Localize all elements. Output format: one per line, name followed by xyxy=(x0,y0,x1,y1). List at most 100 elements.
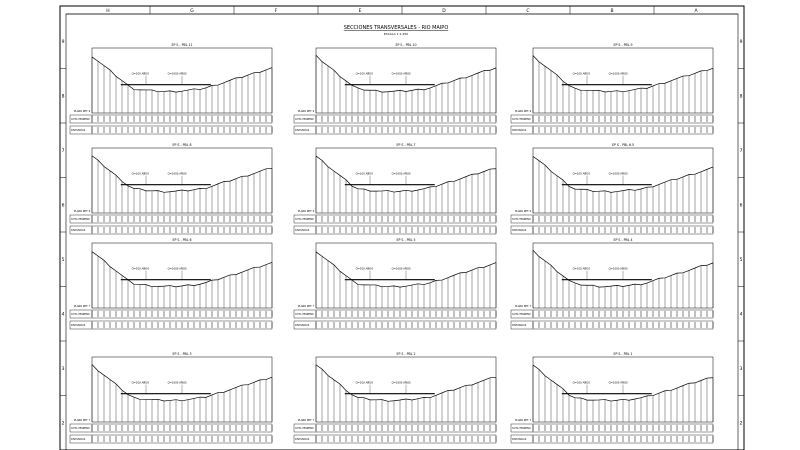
row-label-terrain: COTA TERRENO xyxy=(295,427,314,430)
water-label-right: Q=1000 AÑOS xyxy=(609,266,628,271)
water-label-left: Q=100 AÑOS xyxy=(573,380,591,385)
row-label: 2 xyxy=(62,420,65,426)
section-ref-label: PLANO REF. 9 xyxy=(298,210,315,213)
section-ref-label: PLANO REF. 7 xyxy=(515,305,532,308)
section-ref-label: PLANO REF. 7 xyxy=(298,305,315,308)
water-label-right: Q=1000 AÑOS xyxy=(168,266,187,271)
water-label-left: Q=100 AÑOS xyxy=(132,71,150,76)
water-label-right: Q=1000 AÑOS xyxy=(168,171,187,176)
row-label: 6 xyxy=(62,202,65,208)
section-title: EP S - PBL 1 xyxy=(613,352,632,356)
distance-row xyxy=(510,225,714,235)
section-title: EP S - PBL 3 xyxy=(172,352,191,356)
terrain-row xyxy=(510,423,714,433)
row-label-terrain: COTA TERRENO xyxy=(71,118,90,121)
column-label: G xyxy=(190,8,194,14)
row-label: 7 xyxy=(740,148,743,154)
row-label-distance: DISTANCIAS xyxy=(295,438,310,441)
water-label-right: Q=1000 AÑOS xyxy=(168,71,187,76)
distance-row xyxy=(510,125,714,135)
row-label-terrain: COTA TERRENO xyxy=(512,427,531,430)
row-label-distance: DISTANCIAS xyxy=(71,229,86,232)
row-label: 9 xyxy=(740,39,743,45)
terrain-row xyxy=(293,423,497,433)
row-label-terrain: COTA TERRENO xyxy=(295,218,314,221)
row-label-distance: DISTANCIAS xyxy=(512,229,527,232)
section-ref-label: PLANO REF. 7 xyxy=(515,419,532,422)
section-ref-label: PLANO REF. 7 xyxy=(74,419,91,422)
row-label-terrain: COTA TERRENO xyxy=(71,427,90,430)
section-grid: EP S - PBL 11 Q=100 AÑOS Q=1000 AÑOS PLANO … xyxy=(69,43,714,444)
row-label-terrain: COTA TERRENO xyxy=(295,118,314,121)
distance-row xyxy=(293,320,497,330)
section-ref-label: PLANO REF. 9 xyxy=(515,110,532,113)
sheet-title: SECCIONES TRANSVERSALES - RIO MAIPO xyxy=(344,25,449,31)
column-label: F xyxy=(275,8,278,14)
terrain-row xyxy=(293,114,497,124)
water-label-left: Q=100 AÑOS xyxy=(132,380,150,385)
terrain-row xyxy=(293,214,497,224)
terrain-row xyxy=(69,423,273,433)
column-label: B xyxy=(610,8,613,14)
row-label: 7 xyxy=(62,148,65,154)
terrain-row xyxy=(69,214,273,224)
row-label-distance: DISTANCIAS xyxy=(295,129,310,132)
distance-row xyxy=(69,320,273,330)
section-ref-label: PLANO REF. 7 xyxy=(74,305,91,308)
row-label-terrain: COTA TERRENO xyxy=(512,313,531,316)
row-label: 8 xyxy=(740,93,743,99)
row-label: 3 xyxy=(62,366,65,372)
row-label-terrain: COTA TERRENO xyxy=(295,313,314,316)
row-label: 5 xyxy=(740,257,743,263)
water-label-left: Q=100 AÑOS xyxy=(356,71,374,76)
water-label-right: Q=1000 AÑOS xyxy=(392,71,411,76)
distance-row xyxy=(69,434,273,444)
row-label: 4 xyxy=(740,311,743,317)
distance-row xyxy=(510,320,714,330)
column-label: A xyxy=(694,8,698,14)
distance-row xyxy=(69,225,273,235)
distance-row xyxy=(69,125,273,135)
row-label-terrain: COTA TERRENO xyxy=(512,218,531,221)
water-label-left: Q=100 AÑOS xyxy=(356,380,374,385)
row-label: 3 xyxy=(740,366,743,372)
section-ref-label: PLANO REF. 7 xyxy=(298,419,315,422)
distance-row xyxy=(293,125,497,135)
water-label-left: Q=100 AÑOS xyxy=(132,266,150,271)
distance-row xyxy=(293,434,497,444)
section-ref-label: PLANO REF. 9 xyxy=(74,210,91,213)
row-label: 9 xyxy=(62,39,65,45)
sheet-scale: ESCALA 1:1.250 xyxy=(384,32,408,36)
water-label-right: Q=1000 AÑOS xyxy=(392,266,411,271)
row-label-distance: DISTANCIAS xyxy=(71,129,86,132)
cross-section: EP S - PBL 6 Q=100 AÑOS Q=1000 AÑOS PLANO R… xyxy=(69,238,273,330)
water-label-right: Q=1000 AÑOS xyxy=(609,380,628,385)
row-label-terrain: COTA TERRENO xyxy=(512,118,531,121)
section-title: EP S - PBL 9 xyxy=(613,43,632,47)
row-label: 5 xyxy=(62,257,65,263)
row-label-distance: DISTANCIAS xyxy=(512,438,527,441)
terrain-row xyxy=(510,309,714,319)
row-label-distance: DISTANCIAS xyxy=(512,324,527,327)
section-title: EP S - PBL 6 xyxy=(172,238,191,242)
section-title: EP S - PBL 6.5 xyxy=(612,143,634,147)
terrain-row xyxy=(510,114,714,124)
water-label-right: Q=1000 AÑOS xyxy=(609,71,628,76)
water-label-left: Q=100 AÑOS xyxy=(573,266,591,271)
section-title: EP S - PBL 2 xyxy=(396,352,415,356)
water-label-left: Q=100 AÑOS xyxy=(132,171,150,176)
section-title: EP S - PBL 5 xyxy=(396,238,415,242)
section-title: EP S - PBL 7 xyxy=(396,143,415,147)
water-label-right: Q=1000 AÑOS xyxy=(168,380,187,385)
section-title: EP S - PBL 11 xyxy=(171,43,192,47)
distance-row xyxy=(510,434,714,444)
row-label: 4 xyxy=(62,311,65,317)
cross-section: EP S - PBL 3 Q=100 AÑOS Q=1000 AÑOS PLANO R… xyxy=(69,352,273,444)
terrain-row xyxy=(69,309,273,319)
distance-row xyxy=(293,225,497,235)
column-label: H xyxy=(106,8,109,14)
